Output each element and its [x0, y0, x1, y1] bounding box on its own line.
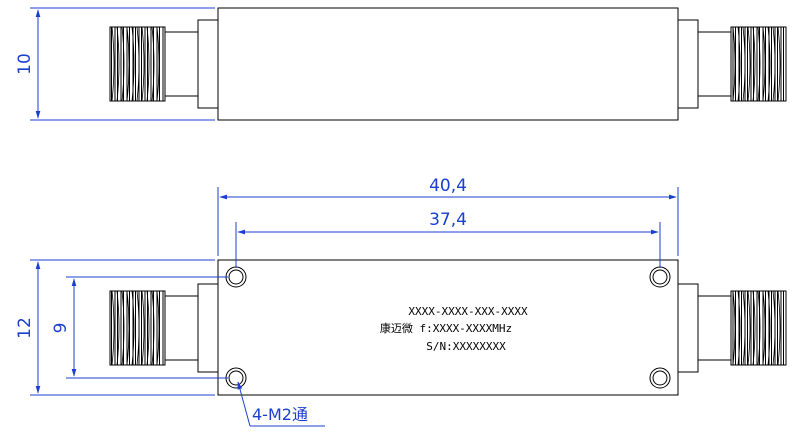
part-label-line3: S/N:XXXXXXXX — [426, 340, 506, 353]
bottom-left-connector — [109, 283, 219, 373]
dim-hole-spacing-length: 37,4 — [235, 210, 661, 268]
dim-bottom-height: 12 — [15, 259, 215, 396]
mounting-holes — [225, 266, 671, 389]
dim-hole-spacing-height: 9 — [51, 276, 228, 379]
dim-top-height: 10 — [15, 7, 215, 121]
hole-bottom-right — [649, 367, 671, 389]
dim-top-height-label: 10 — [15, 53, 35, 75]
top-right-connector — [677, 19, 787, 109]
dim-hole-spacing-length-label: 37,4 — [429, 210, 467, 230]
bottom-view: XXXX-XXXX-XXX-XXXX 康迈微 f:XXXX-XXXXMHz S/… — [15, 176, 787, 427]
hole-callout-label: 4-M2通 — [252, 405, 308, 424]
bottom-right-connector — [677, 283, 787, 373]
bottom-body — [217, 259, 679, 396]
top-left-connector — [109, 19, 219, 109]
top-view: 10 — [15, 7, 787, 121]
top-body — [217, 7, 679, 121]
part-label-line2: 康迈微 f:XXXX-XXXXMHz — [380, 321, 512, 335]
dim-overall-length-label: 40,4 — [429, 176, 467, 196]
dim-bottom-height-label: 12 — [15, 317, 35, 339]
dim-hole-spacing-height-label: 9 — [51, 323, 71, 334]
dim-overall-length: 40,4 — [217, 176, 679, 256]
hole-callout: 4-M2通 — [237, 381, 325, 427]
part-label-line1: XXXX-XXXX-XXX-XXXX — [408, 305, 528, 318]
